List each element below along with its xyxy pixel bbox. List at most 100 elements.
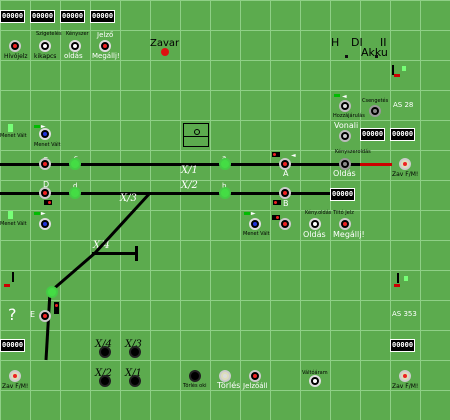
x2-button[interactable]	[99, 375, 111, 387]
x3-button[interactable]	[129, 346, 141, 358]
signal-E-label: E	[30, 310, 36, 319]
csengetes-label: Csengetés	[362, 98, 389, 104]
h-label: H	[331, 36, 340, 49]
main-track-lower	[0, 192, 330, 195]
ii-label: II	[380, 36, 387, 49]
direction-led-left-2	[8, 211, 13, 219]
szigeteles-kikapcs-button[interactable]	[39, 40, 51, 52]
hivojelz-button[interactable]	[9, 40, 21, 52]
signal-A-label: A	[283, 169, 289, 178]
menet-arrow-1	[34, 125, 40, 128]
zav-fm-label-top: Zav F/M!	[392, 171, 419, 178]
level-indicator	[392, 65, 394, 75]
station-building-icon	[183, 123, 209, 147]
level-indicator-left	[12, 272, 14, 282]
signal-d-label: d	[73, 182, 78, 190]
menet-valt-button-2[interactable]	[39, 218, 51, 230]
megallj-b-button[interactable]	[339, 218, 351, 230]
level-red	[394, 74, 400, 77]
jelzo-all-label: Jelzőáll	[243, 382, 268, 390]
zav-fm-button-left[interactable]	[9, 370, 21, 382]
level-led-right	[404, 276, 408, 281]
level-indicator-right	[397, 273, 399, 283]
x1-button[interactable]	[129, 375, 141, 387]
lower-red-button[interactable]	[279, 218, 291, 230]
menet-valt-label-3: Menet Vált	[0, 221, 27, 227]
as353-label: AS 353	[392, 310, 417, 318]
track-x3-label: X/3	[120, 193, 137, 204]
menet-valt-label-4: Menet Vált	[243, 231, 270, 237]
signal-D-label: D	[43, 180, 50, 189]
zav-fm-label-right: Zav F/M!	[392, 383, 419, 390]
szigeteles-label: Szigetelés	[36, 31, 62, 37]
oldas-label: oldás	[64, 52, 83, 60]
track-occupied-red	[360, 163, 392, 166]
valto-aram-label: Váltóáram	[302, 370, 328, 376]
arrow-a-icon: ◄	[291, 152, 296, 159]
kenyszer-b-button[interactable]	[309, 218, 321, 230]
signal-A[interactable]	[279, 158, 291, 170]
signal-E[interactable]	[39, 310, 51, 322]
signal-D-head	[44, 200, 52, 205]
menet-arrow-3	[244, 212, 250, 215]
counter-right-2: 00000	[390, 128, 416, 141]
megallj-b-label: Megállj!	[333, 230, 365, 239]
counter-4: 00000	[90, 10, 116, 23]
buffer-stop	[135, 246, 138, 261]
jelzo-label: Jelző	[97, 31, 114, 39]
hozzajarulas-button[interactable]	[339, 100, 351, 112]
track-x1-label: X/1	[181, 165, 198, 176]
menet-valt-button-3[interactable]	[249, 218, 261, 230]
as28-label: AS 28	[393, 101, 414, 109]
counter-right-1: 00000	[360, 128, 386, 141]
zavar-indicator[interactable]	[161, 48, 169, 56]
question-icon[interactable]: ?	[8, 305, 17, 324]
zavar-label: Zavar	[150, 38, 180, 49]
vonali-button[interactable]	[339, 130, 351, 142]
torles-oki-label: Törlés oki	[183, 383, 207, 389]
akku-label: Akku	[361, 46, 388, 59]
zav-fm-button-top[interactable]	[399, 158, 411, 170]
arrow-left-icon: ◄	[342, 93, 347, 100]
kenyszer-oldas-button[interactable]	[69, 40, 81, 52]
menet-valt-button-1[interactable]	[39, 128, 51, 140]
vonali-label: Vonali	[334, 121, 359, 130]
x1-button-label: X/1	[125, 368, 142, 379]
signal-junction[interactable]	[46, 286, 58, 298]
signal-E-head	[54, 302, 59, 314]
torles-oki-button[interactable]	[189, 370, 201, 382]
oldas-a-label: Oldás	[333, 169, 356, 178]
siding-x4-track	[92, 252, 137, 255]
x4-button[interactable]	[99, 346, 111, 358]
counter-1: 00000	[0, 10, 26, 23]
signal-d[interactable]	[69, 187, 81, 199]
csengetes-button[interactable]	[369, 105, 381, 117]
signal-B-head	[273, 200, 281, 205]
signal-C[interactable]	[39, 158, 51, 170]
signal-c[interactable]	[69, 158, 81, 170]
kenyszeroldas-label: Kényszeroldás	[335, 149, 371, 155]
h-indicator	[345, 55, 348, 58]
x3-button-label: X/3	[125, 339, 142, 350]
akku-indicator	[375, 55, 378, 58]
torles-button[interactable]	[219, 370, 231, 382]
signal-b[interactable]	[219, 187, 231, 199]
torles-label: Törlés	[217, 381, 241, 390]
jelzo-all-button[interactable]	[249, 370, 261, 382]
signal-a[interactable]	[219, 158, 231, 170]
jelzo-megallj-button[interactable]	[99, 40, 111, 52]
arrow-right-icon-3: ►	[251, 210, 256, 217]
valto-aram-button[interactable]	[309, 375, 321, 387]
signal-D[interactable]	[39, 187, 51, 199]
counter-left-bottom: 00000	[0, 339, 26, 352]
x2-button-label: X/2	[95, 368, 112, 379]
kenyszer-label: Kényszer	[66, 31, 89, 37]
zav-fm-button-right[interactable]	[399, 370, 411, 382]
megallj-label: Megállj!	[92, 52, 120, 60]
signal-A-head	[272, 152, 280, 157]
hivojelz-label: Hívójelz	[4, 53, 28, 60]
kenyszeroldas-button[interactable]	[339, 158, 351, 170]
level-led	[402, 66, 406, 71]
signal-B[interactable]	[279, 187, 291, 199]
